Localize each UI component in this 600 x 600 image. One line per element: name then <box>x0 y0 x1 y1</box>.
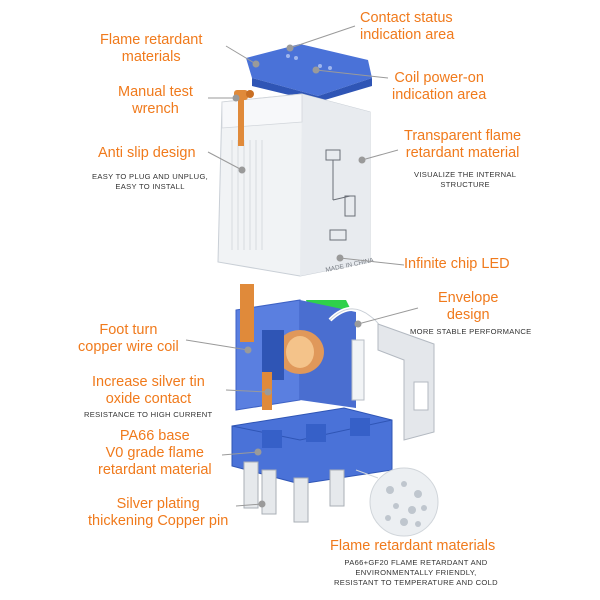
label-line: design <box>446 307 490 323</box>
label-coil-power-on: Coil power-on indication area <box>392 70 486 104</box>
sublabel-envelope: MORE STABLE PERFORMANCE <box>410 327 532 337</box>
sublabel-line: RESISTANT TO TEMPERATURE AND COLD <box>334 578 498 587</box>
label-line: Flame retardant <box>100 32 203 48</box>
label-chip-led: Infinite chip LED <box>404 256 510 273</box>
label-line: retardant material <box>98 462 212 478</box>
material-zoom <box>355 467 439 537</box>
top-cover <box>246 44 372 102</box>
label-line: Increase silver tin <box>92 374 205 390</box>
label-line: Anti slip design <box>98 145 196 161</box>
label-line: copper wire coil <box>78 339 179 355</box>
label-line: Silver plating <box>116 496 200 512</box>
label-line: Envelope <box>438 290 499 306</box>
label-line: Contact status <box>360 10 453 26</box>
label-manual-test: Manual test wrench <box>118 84 193 118</box>
transparent-case: MADE IN CHINA <box>217 93 375 277</box>
sublabel-line: PA66+GF20 FLAME RETARDANT AND <box>344 558 488 567</box>
label-silver-plating: Silver plating thickening Copper pin <box>88 496 228 530</box>
sublabel-transparent: VISUALIZE THE INTERNAL STRUCTURE <box>414 170 516 190</box>
label-contact-status: Contact status indication area <box>360 10 454 44</box>
label-silver-tin: Increase silver tin oxide contact <box>92 374 205 408</box>
label-line: V0 grade flame <box>105 445 204 461</box>
sublabel-line: ENVIRONMENTALLY FRIENDLY, <box>355 568 477 577</box>
label-line: PA66 base <box>119 428 190 444</box>
label-line: indication area <box>360 27 455 43</box>
leader-lines <box>185 25 419 508</box>
label-line: Coil power-on <box>394 70 484 86</box>
label-line: wrench <box>132 101 179 117</box>
label-line: indication area <box>392 87 487 103</box>
label-line: retardant material <box>405 145 520 161</box>
copper-pins <box>243 461 345 523</box>
sublabel-anti-slip: EASY TO PLUG AND UNPLUG, EASY TO INSTALL <box>92 172 208 192</box>
label-line: Manual test <box>118 84 193 100</box>
label-pa66-base: PA66 base V0 grade flame retardant mater… <box>98 428 212 479</box>
sublabel-line: MORE STABLE PERFORMANCE <box>410 327 532 336</box>
label-flame-retardant-top: Flame retardant materials <box>100 32 202 66</box>
label-anti-slip: Anti slip design <box>98 145 196 162</box>
label-line: Infinite chip LED <box>404 256 510 272</box>
label-line: materials <box>121 49 181 65</box>
sublabel-line: EASY TO INSTALL <box>115 182 185 191</box>
sublabel-line: EASY TO PLUG AND UNPLUG, <box>92 172 209 181</box>
label-line: thickening Copper pin <box>88 513 229 529</box>
label-envelope: Envelope design <box>438 290 498 324</box>
label-flame-retardant-bottom: Flame retardant materials <box>330 538 495 555</box>
sublabel-line: RESISTANCE TO HIGH CURRENT <box>84 410 213 419</box>
label-line: Flame retardant materials <box>330 538 496 554</box>
label-line: Foot turn <box>99 322 158 338</box>
sublabel-line: STRUCTURE <box>440 180 490 189</box>
label-line: oxide contact <box>105 391 192 407</box>
label-transparent: Transparent flame retardant material <box>404 128 521 162</box>
sublabel-silver-tin: RESISTANCE TO HIGH CURRENT <box>84 410 212 420</box>
label-foot-turn: Foot turn copper wire coil <box>78 322 179 356</box>
blue-base <box>231 407 393 485</box>
label-line: Transparent flame <box>404 128 522 144</box>
sublabel-flame-retardant-bottom: PA66+GF20 FLAME RETARDANT AND ENVIRONMEN… <box>334 558 498 588</box>
sublabel-line: VISUALIZE THE INTERNAL <box>414 170 517 179</box>
